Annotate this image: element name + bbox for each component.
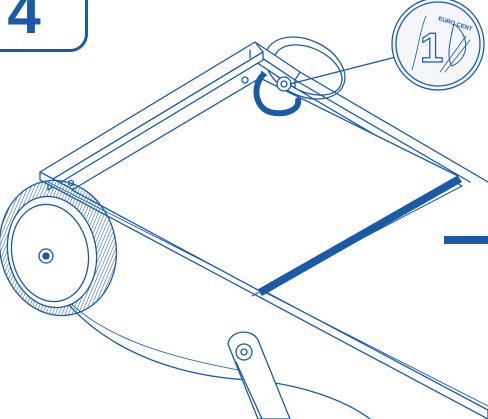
swing-arm <box>228 332 290 419</box>
coin-value: 1 <box>420 24 443 71</box>
axle-nut <box>277 77 291 91</box>
dash-icon <box>444 236 488 244</box>
rivet <box>242 77 248 83</box>
